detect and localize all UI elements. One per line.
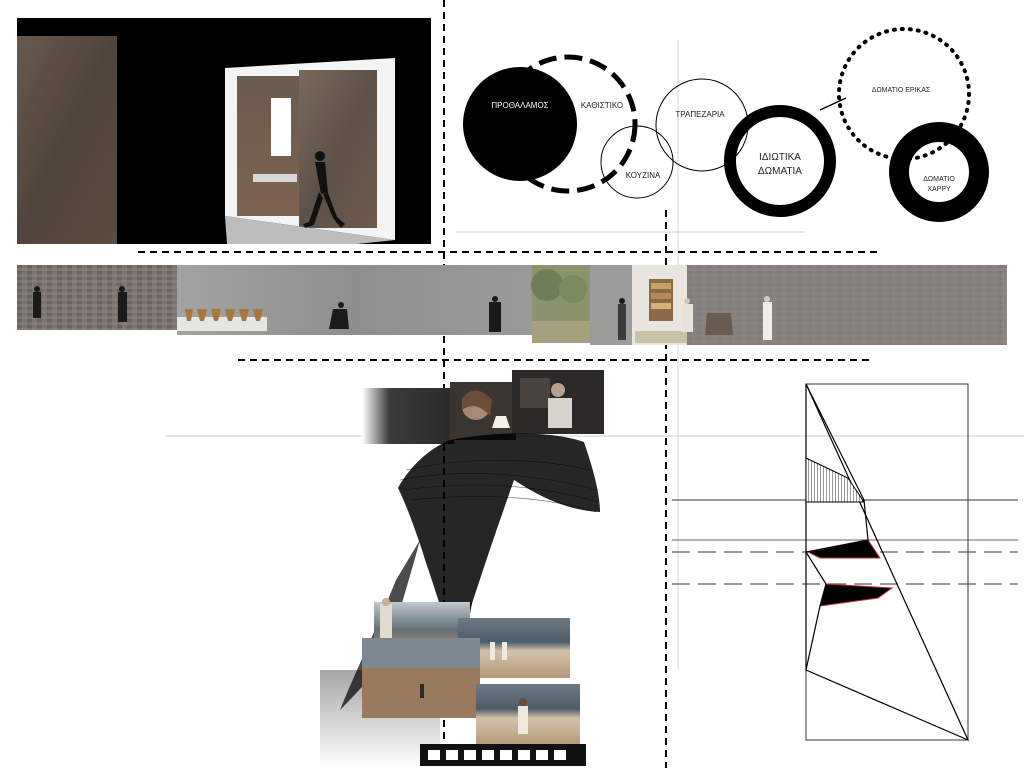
- section-zigzag: [805, 383, 869, 671]
- label-idiotika-line1: ΙΔΙΩΤΙΚΑ: [759, 152, 801, 163]
- rust-panel-right: [299, 70, 377, 228]
- film-strip: [420, 744, 586, 766]
- bubble-domatio-erikas: [837, 27, 971, 161]
- bubble-kouzina: [600, 125, 674, 199]
- stone-wall-segment: [17, 265, 177, 330]
- label-idiotika-line2: ΔΩΜΑΤΙΑ: [758, 166, 802, 177]
- bubble-connector: [819, 97, 847, 111]
- collage-photo-room: [362, 388, 454, 444]
- floor-light: [225, 216, 395, 244]
- walking-figure: [303, 151, 345, 228]
- shelf-objects: [185, 309, 263, 321]
- bubble-domatio-harry: [889, 122, 989, 222]
- bubble-kathistiko: [498, 54, 638, 194]
- ink-hatching: [399, 459, 599, 513]
- label-trapezaria: ΤΡΑΠΕΖΑΡΙΑ: [675, 110, 725, 119]
- section-diagram: [672, 383, 1018, 742]
- section-black-shape-2: [819, 583, 894, 607]
- bubble-idiotika: [724, 105, 836, 217]
- rust-wall-left: [17, 36, 117, 244]
- label-domatio-harry-line2: ΧΑΡΡΥ: [927, 186, 951, 193]
- bubble-prothalamos: [463, 67, 577, 181]
- label-domatio-harry-line1: ΔΩΜΑΤΙΟ: [923, 176, 955, 183]
- bubble-diagram: ΠΡΟΘΑΛΑΜΟΣ ΚΑΘΙΣΤΙΚΟ ΚΟΥΖΙΝΑ ΤΡΑΠΕΖΑΡΙΑ …: [463, 27, 989, 222]
- photo-collage: [300, 370, 610, 768]
- label-domatio-erikas: ΔΩΜΑΤΙΟ ΕΡΙΚΑΣ: [872, 87, 931, 94]
- label-kathistiko: ΚΑΘΙΣΤΙΚΟ: [581, 101, 623, 110]
- label-kouzina: ΚΟΥΖΙΝΑ: [626, 171, 661, 180]
- interior-render: [17, 18, 431, 244]
- section-hatch-area: [805, 457, 865, 503]
- sequence-strip: [17, 265, 1007, 347]
- label-prothalamos: ΠΡΟΘΑΛΑΜΟΣ: [491, 101, 548, 110]
- section-wedge: [805, 383, 970, 742]
- figures-in-sequence: [33, 286, 772, 340]
- light-slot: [271, 98, 291, 156]
